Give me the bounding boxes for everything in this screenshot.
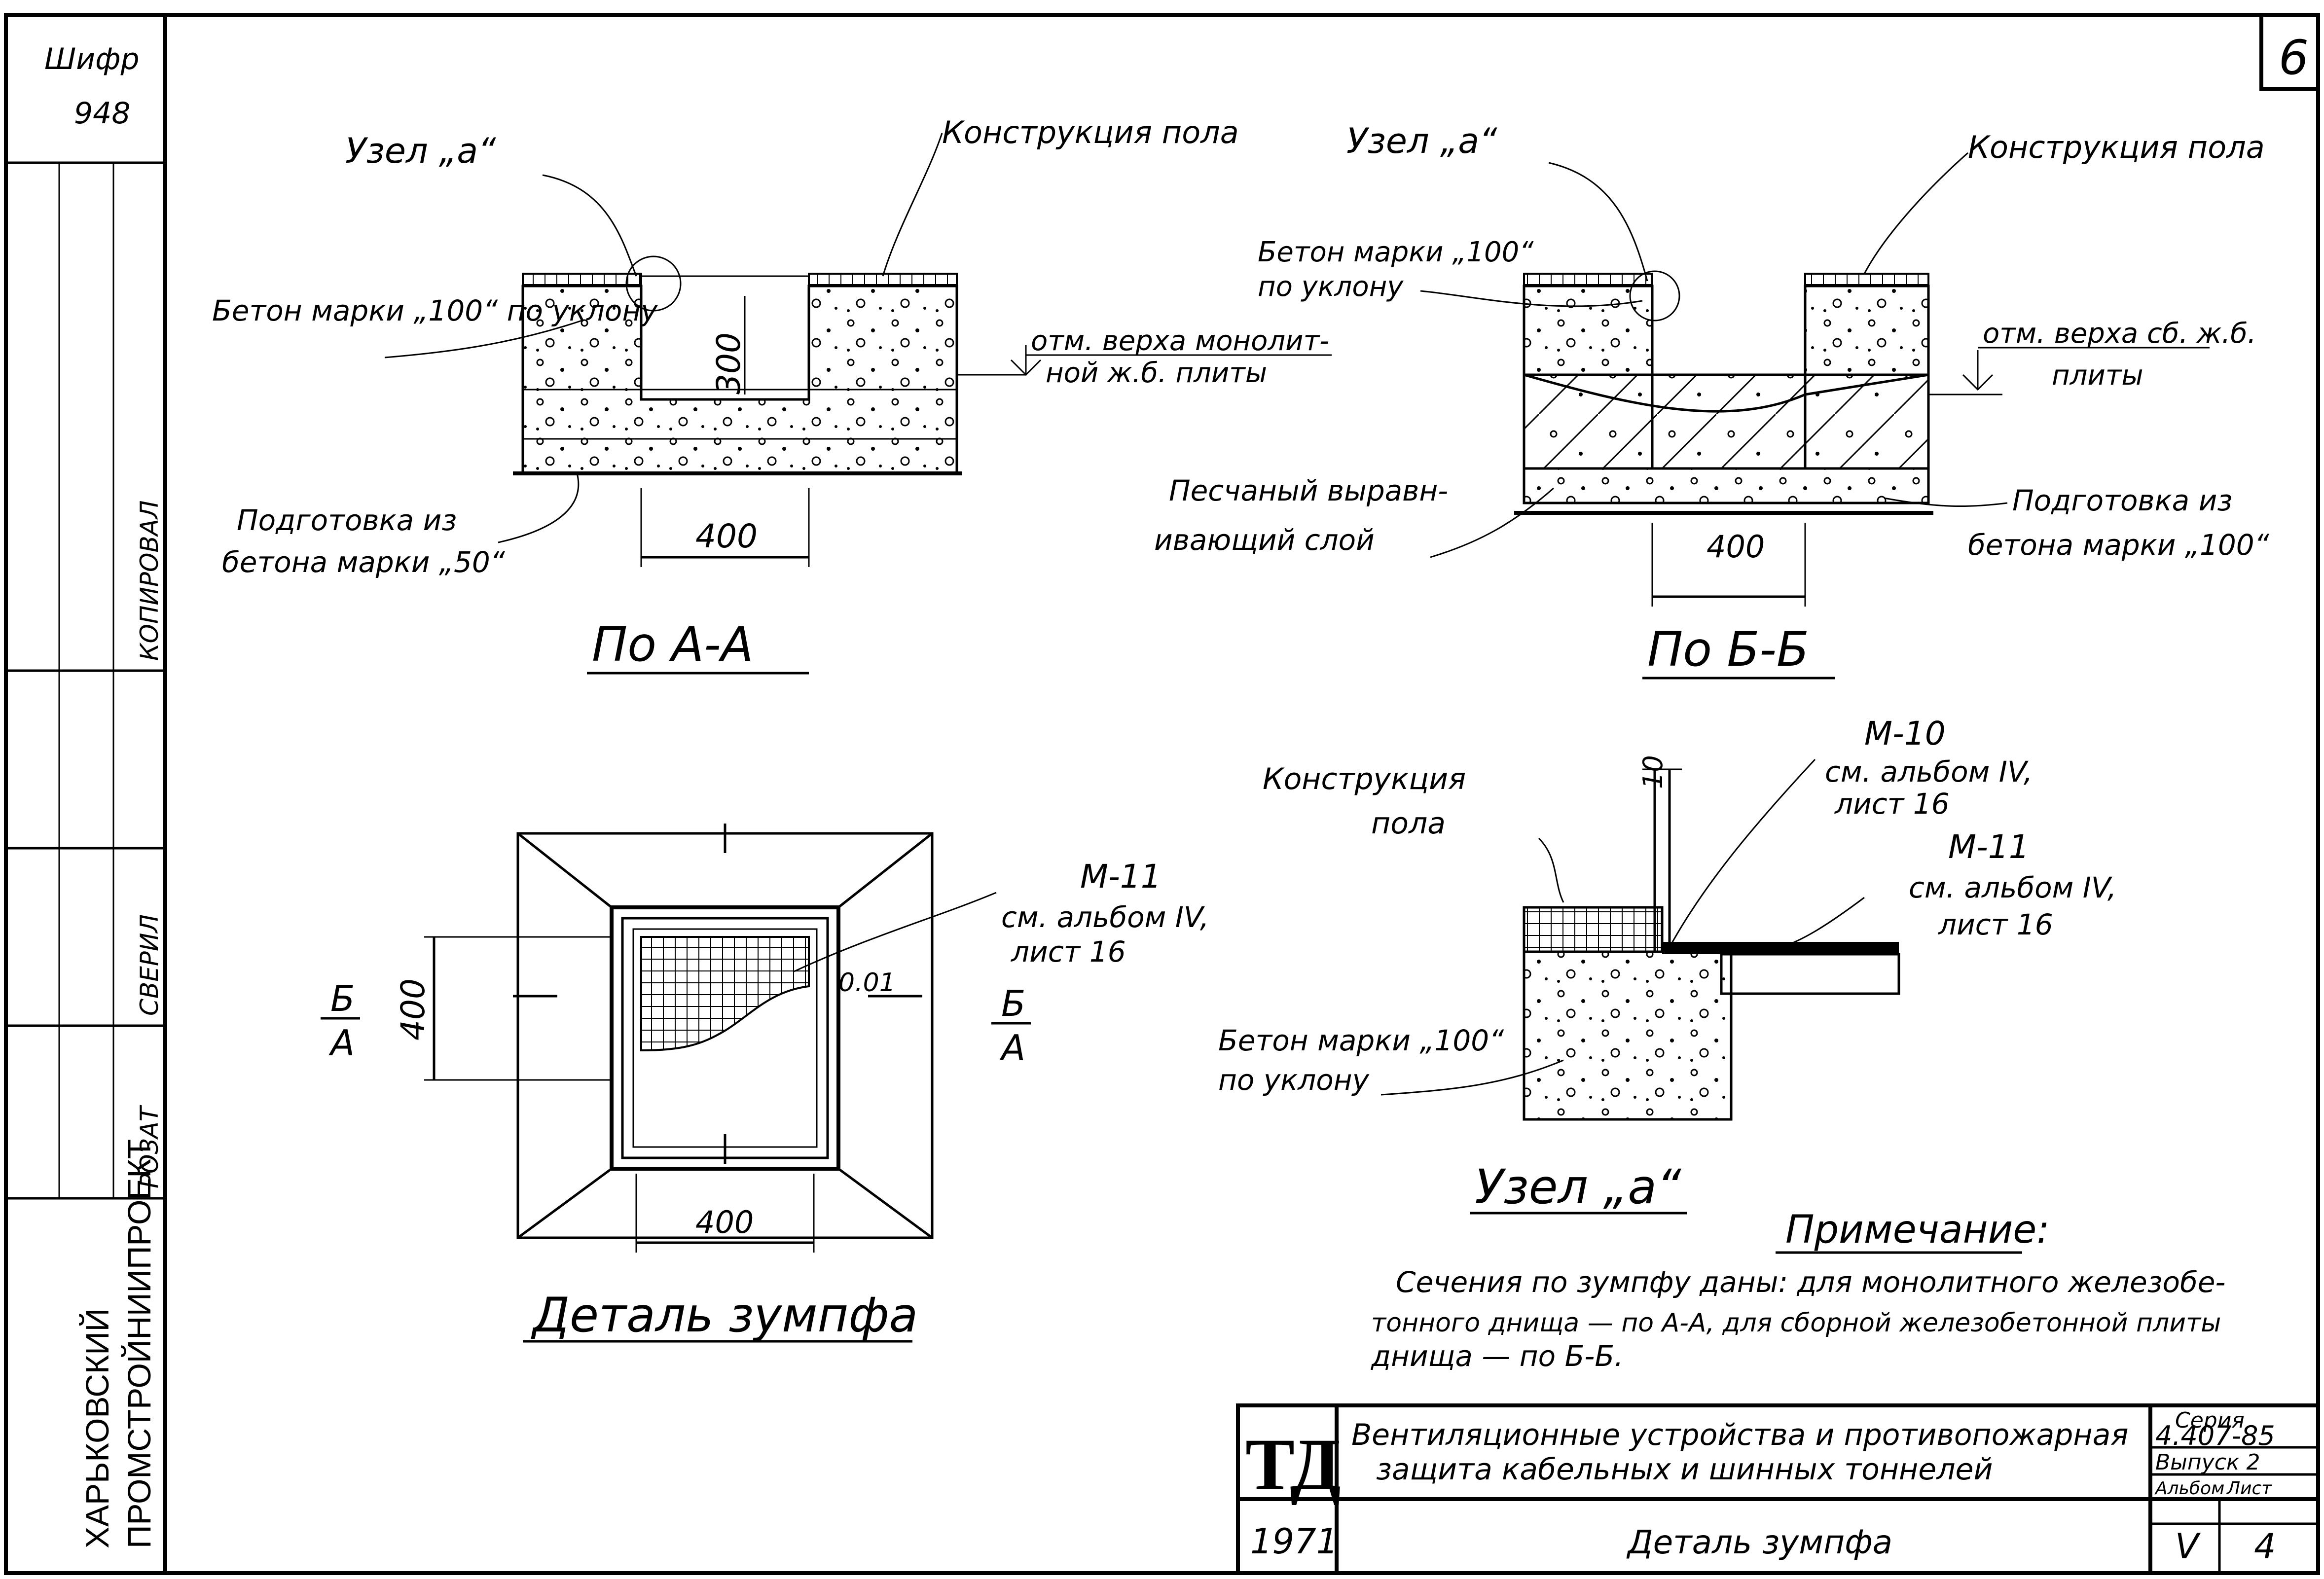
node-m11-ref-1: см. альбом IV, — [1909, 871, 2116, 904]
left-stamp: Шифр 948 ХАРЬКОВСКИЙ ПРОМСТРОЙНИИПРОЕКТ … — [6, 42, 165, 1548]
stamp-code: Шифр — [44, 42, 140, 76]
title-block: ТД 1971 Вентиляционные устройства и прот… — [1236, 1403, 2320, 1575]
aa-depth-dim: 300 — [710, 332, 748, 395]
aa-concrete-label: Бетон марки „100“ по уклону — [212, 294, 658, 327]
grate-mark: М-11 — [1080, 858, 1162, 896]
aa-width-dim: 400 — [695, 517, 758, 555]
tb-year: 1971 — [1250, 1521, 1338, 1562]
bb-base-label-2: бетона марки „100“ — [1968, 528, 2270, 562]
stamp-role-3: РОЗАТ — [135, 1105, 164, 1188]
tb-sheet-value: 4 — [2254, 1526, 2276, 1567]
section-bb: 400 отм. верха сб. ж.б. плиты Узел „а“ К… — [1154, 121, 2270, 680]
bb-node-label: Узел „а“ — [1346, 121, 1497, 161]
tb-series-label: Серия — [2175, 1408, 2245, 1433]
bb-floor-construction: Конструкция пола — [1968, 129, 2265, 165]
bb-sand-label-1: Песчаный выравн- — [1169, 474, 1448, 507]
aa-title: По А-А — [592, 617, 753, 672]
bb-base-label-1: Подготовка из — [2012, 484, 2232, 517]
node-m11-ref-2: лист 16 — [1938, 908, 2053, 941]
aa-level-label-1: отм. верха монолит- — [1031, 325, 1329, 357]
aa-floor-construction: Конструкция пола — [942, 114, 1239, 150]
sheet-border — [4, 13, 2320, 1575]
note-line-1: Сечения по зумпфу даны: для монолитного … — [1396, 1265, 2225, 1299]
grate-ref-2: лист 16 — [1011, 935, 1126, 969]
section-aa: 300 400 отм. верха монолит- ной ж.б. пли… — [212, 114, 1332, 675]
cut-right-top: Б — [1001, 983, 1025, 1024]
tb-description-2: защита кабельных и шинных тоннелей — [1376, 1452, 1993, 1487]
cut-left-top: Б — [330, 978, 355, 1019]
sheet-number-box — [2259, 15, 2318, 91]
stamp-role-1: КОПИРОВАЛ — [135, 501, 164, 661]
stamp-role-2: СВЕРИЛ — [135, 914, 164, 1016]
cut-right-bottom: А — [999, 1027, 1025, 1069]
tb-sheet-label: Лист — [2226, 1478, 2272, 1499]
node-floor-1: Конструкция — [1263, 762, 1466, 796]
tb-album-value: V — [2175, 1526, 2201, 1567]
node-a: 10 Конструкция пола М-10 см. альбом IV, … — [1218, 715, 2116, 1215]
note: Примечание: Сечения по зумпфу даны: для … — [1371, 1208, 2225, 1373]
node-concrete-2: по уклону — [1218, 1063, 1370, 1097]
tb-series-value: 4.407-85 — [2155, 1420, 2275, 1451]
bb-concrete-label-2: по уклону — [1258, 271, 1404, 303]
bb-width-dim: 400 — [1707, 529, 1765, 565]
aa-node-label: Узел „а“ — [345, 131, 496, 171]
bb-level-label-1: отм. верха сб. ж.б. — [1983, 318, 2256, 350]
node-m11-mark: М-11 — [1948, 828, 2030, 866]
aa-base-label-2: бетона марки „50“ — [222, 545, 506, 579]
node-m10-ref-1: см. альбом IV, — [1825, 755, 2033, 789]
bb-level-label-2: плиты — [2052, 359, 2143, 392]
tb-issue-label: Выпуск 2 — [2155, 1450, 2260, 1475]
stamp-org-line2: ПРОМСТРОЙНИИПРОЕКТ — [120, 1139, 157, 1548]
sheet-number: 6 — [2279, 30, 2309, 85]
node-m10-ref-2: лист 16 — [1834, 787, 1950, 821]
level-mark: 0.01 — [838, 968, 896, 998]
note-heading: Примечание: — [1785, 1208, 2050, 1252]
sump-width-dim: 400 — [695, 1204, 754, 1240]
tb-description-1: Вентиляционные устройства и противопожар… — [1351, 1418, 2128, 1452]
node-floor-2: пола — [1371, 806, 1446, 841]
node-concrete-1: Бетон марки „100“ — [1218, 1024, 1504, 1057]
tb-sheet-title: Деталь зумпфа — [1626, 1523, 1892, 1561]
grate-ref-1: см. альбом IV, — [1001, 900, 1209, 934]
sump-detail: 400 400 Б А Б А М-11 см. альбом IV, лист… — [321, 824, 1209, 1343]
cut-left-bottom: А — [328, 1022, 355, 1064]
node-title: Узел „а“ — [1475, 1159, 1682, 1215]
node-m10-mark: М-10 — [1864, 715, 1946, 753]
note-line-3: днища — по Б-Б. — [1371, 1339, 1624, 1373]
aa-level-label-2: ной ж.б. плиты — [1046, 357, 1267, 389]
sump-title: Деталь зумпфа — [531, 1288, 918, 1343]
tb-logo: ТД — [1245, 1424, 1341, 1506]
stamp-code-number: 948 — [74, 96, 131, 131]
bb-title: По Б-Б — [1647, 622, 1809, 677]
tb-album-label: Альбом — [2154, 1478, 2224, 1499]
aa-base-label-1: Подготовка из — [237, 503, 457, 537]
stamp-org-line1: ХАРЬКОВСКИЙ — [78, 1308, 115, 1548]
sump-height-dim: 400 — [394, 978, 432, 1041]
bb-sand-label-2: ивающий слой — [1154, 523, 1375, 557]
note-line-2: тонного днища — по А-А, для сборной желе… — [1371, 1308, 2221, 1338]
node-dim-10: 10 — [1637, 755, 1669, 789]
bb-concrete-label-1: Бетон марки „100“ — [1258, 236, 1534, 268]
